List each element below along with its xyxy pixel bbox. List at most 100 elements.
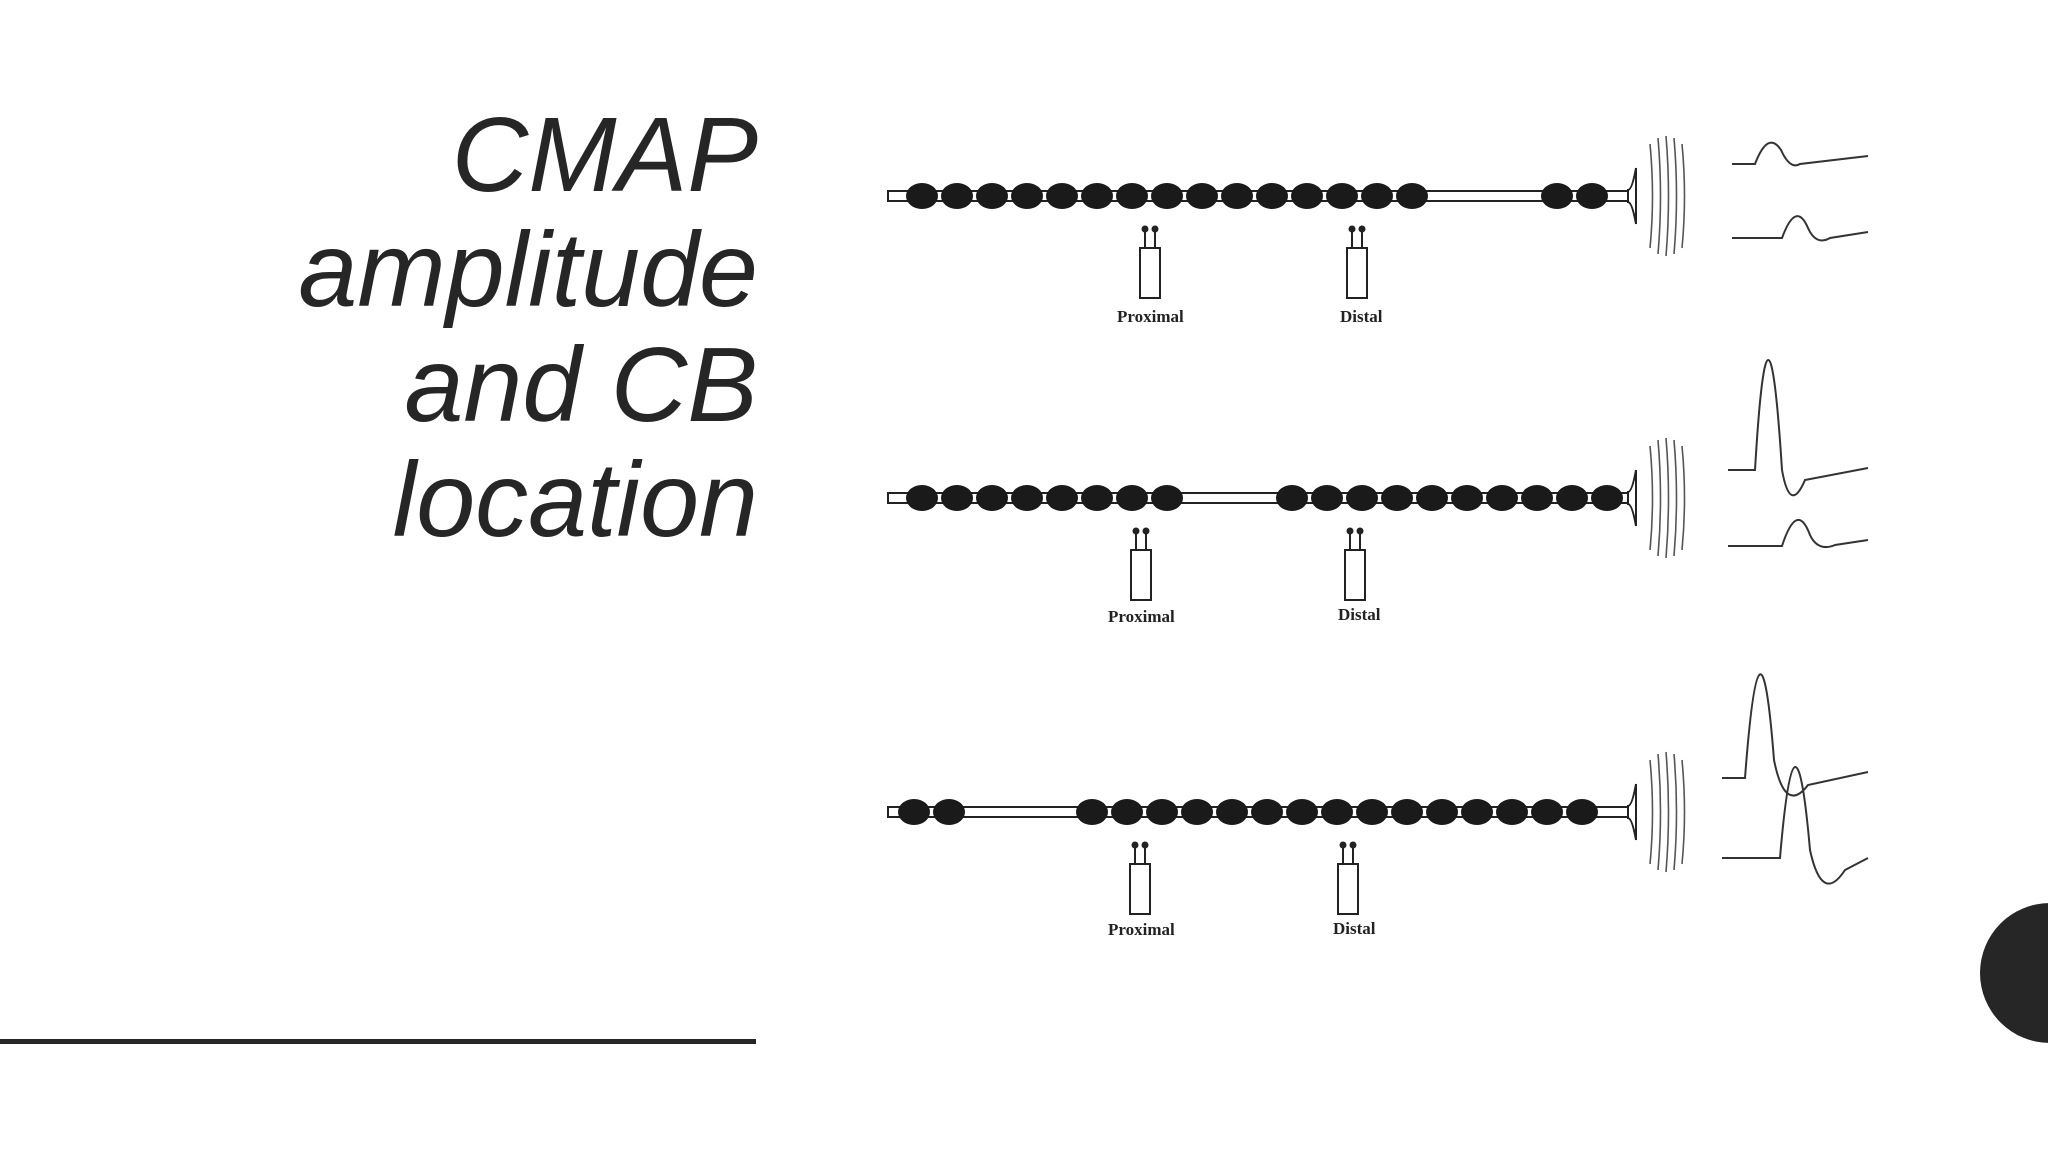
panel-1-muscle-fiber [1673,137,1678,255]
panel-3-end-plate [1627,783,1637,841]
panel-3-myelin-segment [1321,799,1353,825]
panel-2-electrode-body [1130,549,1152,601]
panel-2-myelin-segment [1556,485,1588,511]
panel-2-myelin-segment [1276,485,1308,511]
panel-3-muscle-fiber [1673,753,1678,871]
panel-2-myelin-segment [1591,485,1623,511]
panel-1-myelin-segment [1011,183,1043,209]
panel-2-electrode-tip [1142,527,1150,535]
panel-2-distal-label: Distal [1338,605,1381,624]
panel-3-waveform-1 [1722,673,1869,797]
panel-3-distal-label: Distal [1333,919,1376,938]
panel-2-electrode-tip [1346,527,1354,535]
panel-2-muscle-fiber [1649,445,1654,551]
panel-1-myelin-segment [1326,183,1358,209]
panel-1-muscle-fiber [1657,137,1662,255]
panel-3-myelin-segment [1496,799,1528,825]
panel-3-myelin-segment [1111,799,1143,825]
panel-1-electrode-tip [1358,225,1366,233]
panel-2-muscle-fiber [1657,439,1662,557]
panel-2-electrode-tip [1132,527,1140,535]
panel-1-muscle-fiber [1649,143,1654,249]
panel-2-myelin-segment [1416,485,1448,511]
panel-2-myelin-segment [976,485,1008,511]
panel-3-electrode-tip [1141,841,1149,849]
panel-3-myelin-segment [933,799,965,825]
panel-2-waveform-1 [1728,359,1869,497]
panel-1-myelin-segment [1186,183,1218,209]
panel-1-electrode-body [1346,247,1368,299]
panel-1-myelin-segment [1396,183,1428,209]
panel-3-myelin-segment [1531,799,1563,825]
panel-1-myelin-segment [1151,183,1183,209]
panel-3-muscle-fiber [1649,759,1654,865]
panel-3-waveform-2 [1722,766,1869,885]
panel-3-myelin-segment [1286,799,1318,825]
slide-title: CMAP amplitude and CB location [138,98,758,558]
panel-1-myelin-segment [1046,183,1078,209]
panel-2-waveform-2 [1728,518,1869,548]
panel-3-myelin-segment [1076,799,1108,825]
panel-2-myelin-segment [906,485,938,511]
panel-3-myelin-segment [1181,799,1213,825]
panel-2-muscle-fiber [1681,445,1686,551]
panel-3-muscle-fiber [1657,753,1662,871]
panel-1-myelin-segment [1081,183,1113,209]
panel-3-electrode-body [1337,863,1359,915]
panel-3-electrode-body [1129,863,1151,915]
panel-2-myelin-segment [1381,485,1413,511]
panel-3-myelin-segment [1391,799,1423,825]
panel-1-electrode-tip [1151,225,1159,233]
panel-1-waveform-2 [1732,215,1869,242]
panel-2-myelin-segment [1116,485,1148,511]
panel-3-electrode-tip [1339,841,1347,849]
bottom-divider-line [0,1039,756,1044]
panel-3-myelin-segment [1566,799,1598,825]
panel-1-myelin-segment [906,183,938,209]
title-line-1: CMAP [451,96,758,214]
panel-1-myelin-segment [1541,183,1573,209]
panel-1-myelin-segment [1256,183,1288,209]
title-line-2: amplitude [298,211,758,329]
panel-2-myelin-segment [1521,485,1553,511]
panel-1-electrode-tip [1141,225,1149,233]
panel-3-proximal-label: Proximal [1108,920,1175,939]
panel-3-muscle-fiber [1665,751,1670,873]
panel-1-myelin-segment [1116,183,1148,209]
panel-1-proximal-label: Proximal [1117,307,1184,326]
panel-2-myelin-segment [1346,485,1378,511]
panel-1-myelin-segment [976,183,1008,209]
panel-2-proximal-label: Proximal [1108,607,1175,626]
panel-3-myelin-segment [898,799,930,825]
panel-1-electrode-tip [1348,225,1356,233]
panel-1-myelin-segment [1576,183,1608,209]
title-line-3: and CB [404,326,758,444]
panel-2-myelin-segment [1011,485,1043,511]
panel-2-muscle-fiber [1665,437,1670,559]
panel-1-myelin-segment [1361,183,1393,209]
panel-3-myelin-segment [1146,799,1178,825]
panel-3-electrode-tip [1131,841,1139,849]
panel-2-myelin-segment [1046,485,1078,511]
panel-1-myelin-segment [1291,183,1323,209]
panel-1-distal-label: Distal [1340,307,1383,326]
title-line-4: location [392,441,758,559]
panel-3-electrode-tip [1349,841,1357,849]
panel-1-waveform-1 [1732,141,1869,167]
panel-2-myelin-segment [1486,485,1518,511]
panel-1-myelin-segment [941,183,973,209]
panel-1-myelin-segment [1221,183,1253,209]
panel-2-myelin-segment [1151,485,1183,511]
panel-2-electrode-body [1344,549,1366,601]
panel-1-muscle-fiber [1665,135,1670,257]
panel-3-myelin-segment [1426,799,1458,825]
panel-2-myelin-segment [1451,485,1483,511]
panel-3-myelin-segment [1251,799,1283,825]
panel-1-end-plate [1627,167,1637,225]
panel-3-myelin-segment [1356,799,1388,825]
panel-2-muscle-fiber [1673,439,1678,557]
panel-3-myelin-segment [1461,799,1493,825]
panel-2-myelin-segment [1311,485,1343,511]
panel-1-electrode-body [1139,247,1161,299]
